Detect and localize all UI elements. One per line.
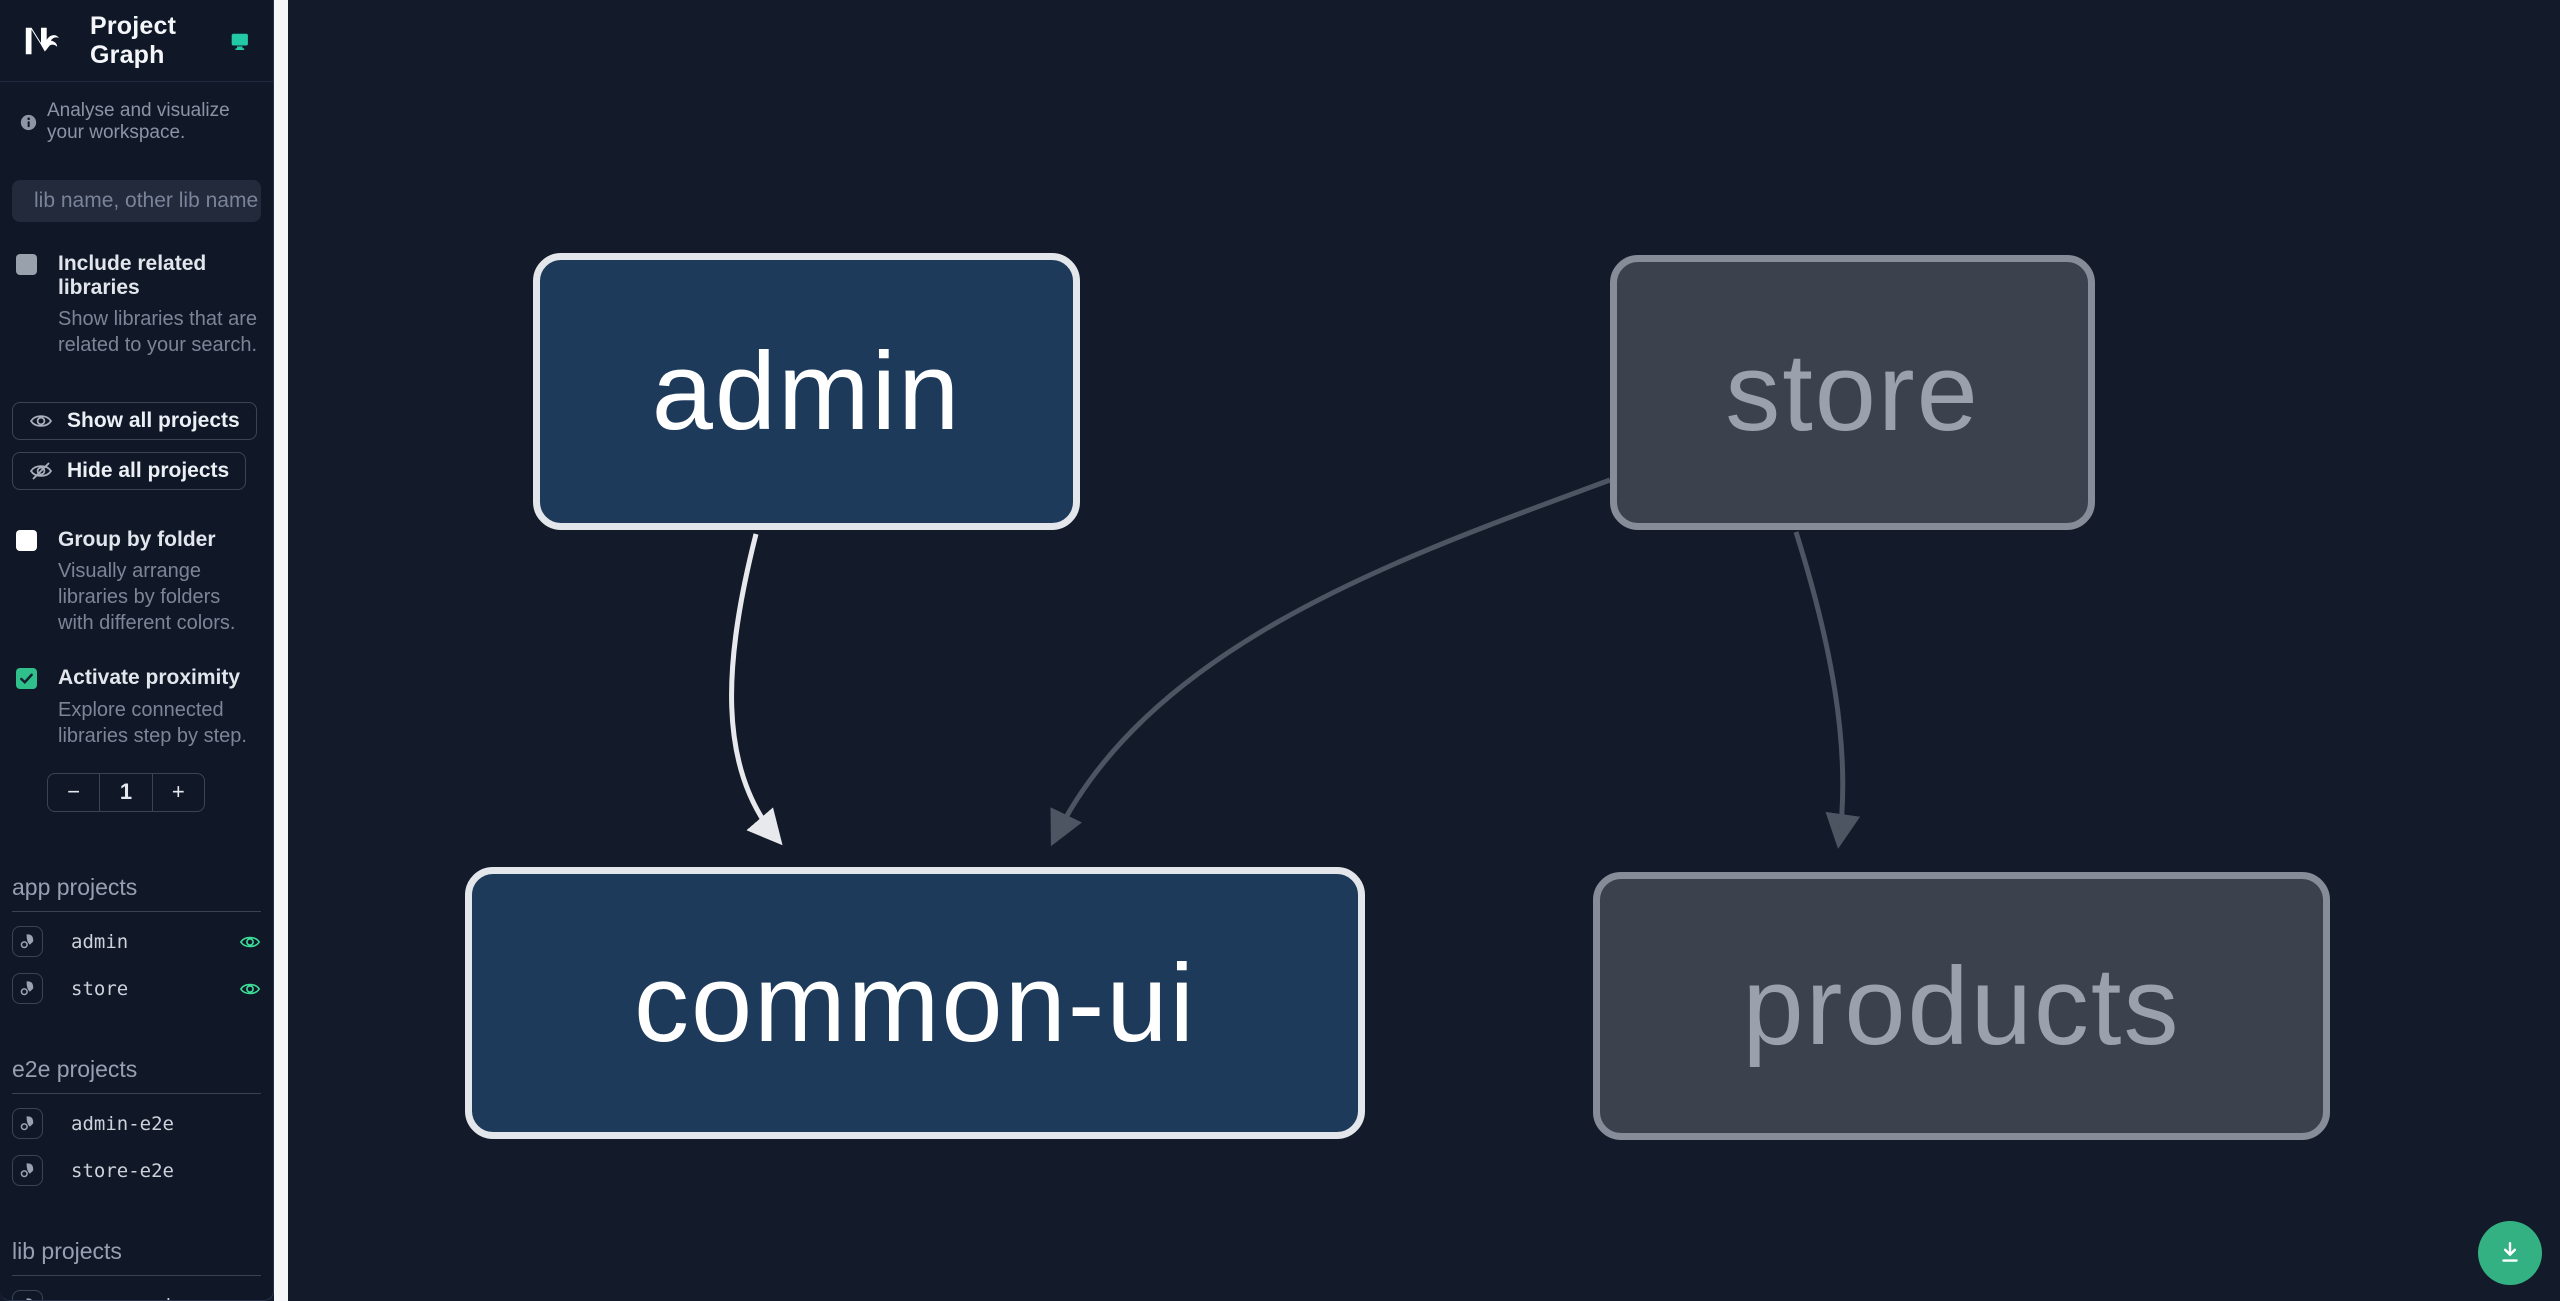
edge-admin-common-ui [729, 533, 783, 846]
group-by-folder-label: Group by folder [58, 528, 216, 552]
focus-store-button[interactable] [12, 973, 43, 1005]
hide-all-projects-button[interactable]: Hide all projects [12, 452, 247, 491]
graph-canvas[interactable]: admin store common-ui products [288, 0, 2560, 1301]
node-label: common-ui [633, 941, 1197, 1065]
include-related-label: Include related libraries [58, 252, 207, 300]
group-by-folder-row: Group by folder Visually arrange librari… [16, 528, 259, 636]
workspace-tagline: Analyse and visualize your workspace. [0, 100, 273, 144]
node-label: products [1742, 944, 2181, 1068]
focus-common-ui-button[interactable] [12, 1290, 43, 1300]
project-name: admin [71, 930, 129, 953]
info-icon [20, 114, 37, 130]
project-name: store [71, 977, 129, 1000]
sidebar: Project Graph Analyse and visualize your… [0, 0, 274, 1301]
project-name: admin-e2e [71, 1112, 174, 1135]
page-title: Project Graph [90, 11, 177, 69]
tagline-text: Analyse and visualize your workspace. [47, 100, 230, 143]
project-name: store-e2e [71, 1159, 174, 1182]
focus-project-icon [20, 981, 34, 996]
edge-store-common-ui [1050, 477, 1611, 847]
activate-proximity-checkbox[interactable] [16, 668, 37, 690]
node-label: store [1725, 331, 1980, 454]
search-input[interactable] [34, 189, 273, 213]
search-box [12, 180, 273, 222]
group-by-folder-description: Visually arrange libraries by folders wi… [58, 560, 236, 635]
graph-node-common-ui[interactable]: common-ui [465, 867, 1365, 1139]
project-name: common-ui [71, 1295, 174, 1300]
download-graph-button[interactable] [2478, 1221, 2542, 1285]
activate-proximity-label: Activate proximity [58, 666, 241, 690]
graph-edges [729, 477, 1861, 849]
section-app-projects: app projects [12, 874, 261, 912]
show-all-label: Show all projects [67, 409, 240, 433]
sidebar-header: Project Graph [0, 0, 273, 82]
graph-node-products[interactable]: products [1593, 872, 2330, 1140]
section-e2e-projects: e2e projects [12, 1056, 261, 1094]
edge-store-products [1793, 531, 1861, 849]
check-icon [20, 673, 33, 685]
nx-logo [25, 27, 60, 54]
project-row-store-e2e: store-e2e [12, 1154, 261, 1188]
include-related-checkbox[interactable] [16, 254, 37, 275]
activate-proximity-description: Explore connected libraries step by step… [58, 698, 247, 747]
node-label: admin [651, 330, 962, 453]
include-related-description: Show libraries that are related to your … [58, 308, 257, 357]
project-row-store: store [12, 972, 261, 1006]
project-row-common-ui: common-ui [12, 1289, 261, 1301]
eye-slash-icon [30, 462, 52, 480]
show-all-projects-button[interactable]: Show all projects [12, 402, 257, 441]
graph-node-store[interactable]: store [1610, 255, 2095, 530]
focus-admin-e2e-button[interactable] [12, 1108, 43, 1140]
group-by-folder-checkbox[interactable] [16, 530, 37, 552]
focus-admin-button[interactable] [12, 926, 43, 958]
include-related-row: Include related libraries Show libraries… [16, 252, 259, 358]
proximity-increase-button[interactable]: + [171, 779, 185, 805]
activate-proximity-row: Activate proximity Explore connected lib… [16, 666, 259, 748]
focus-project-icon [26, 1298, 32, 1300]
eye-icon[interactable] [239, 1295, 261, 1301]
project-row-admin-e2e: admin-e2e [12, 1107, 261, 1141]
eye-icon[interactable] [239, 978, 261, 1000]
proximity-value: 1 [99, 773, 153, 811]
sidebar-resize-handle[interactable] [274, 0, 288, 1301]
download-icon [2502, 1242, 2518, 1262]
focus-project-icon [20, 1116, 34, 1131]
eye-icon [30, 415, 52, 428]
hide-all-label: Hide all projects [67, 459, 230, 483]
focus-store-e2e-button[interactable] [12, 1155, 43, 1187]
proximity-decrease-button[interactable]: − [67, 779, 81, 805]
focus-project-icon [20, 934, 34, 949]
eye-icon[interactable] [239, 931, 261, 953]
focus-project-icon [20, 1163, 34, 1178]
proximity-stepper: − 1 + [47, 772, 205, 812]
project-row-admin: admin [12, 925, 261, 959]
graph-node-admin[interactable]: admin [533, 253, 1080, 530]
section-lib-projects: lib projects [12, 1238, 261, 1276]
monitor-icon [232, 33, 249, 50]
